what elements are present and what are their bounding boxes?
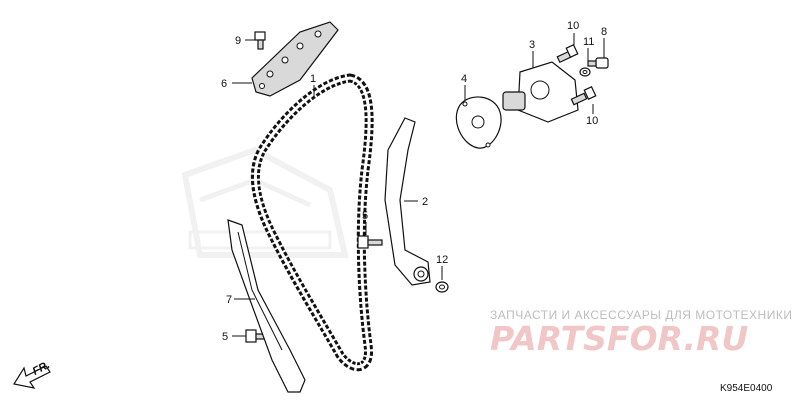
washer-part-12: [435, 281, 449, 293]
callout-label-3: 3: [529, 39, 535, 51]
watermark-logo-text: PARTSFOR.RU: [490, 319, 748, 358]
callout-label-8: 8: [601, 26, 607, 38]
callout-label-9: 9: [235, 35, 241, 47]
bolt-part-10-upper: [556, 43, 579, 64]
washer-part-11: [579, 67, 591, 77]
bolt-part-10-lower: [570, 85, 597, 106]
bolt-part-5-upper: [357, 235, 383, 249]
callout-label-7: 7: [226, 294, 232, 306]
front-direction-marker: FR.: [13, 359, 52, 389]
callout-label-6: 6: [221, 78, 227, 90]
callout-label-2: 2: [422, 196, 428, 208]
bolt-part-9: [254, 31, 266, 50]
chain-guide-part-7: [227, 219, 306, 393]
callout-label-12: 12: [436, 254, 448, 266]
callout-label-5-lower: 5: [222, 331, 228, 343]
callout-label-10-lower: 10: [586, 115, 598, 127]
bolt-part-8: [587, 57, 609, 69]
leader-lines: [232, 33, 605, 337]
chain-guide-plate-part-6: [251, 21, 339, 97]
front-marker-label: FR.: [31, 359, 52, 378]
gasket-part-4: [455, 96, 502, 149]
background-logo-watermark: [181, 146, 349, 258]
callout-label-11: 11: [583, 36, 594, 48]
callout-label-4: 4: [461, 73, 467, 85]
callout-label-10-upper: 10: [567, 20, 579, 32]
tensioner-arm-part-2: [384, 117, 431, 286]
cam-chain-part-1: [250, 73, 374, 372]
callout-label-5-upper: 5: [362, 210, 368, 222]
callout-label-1: 1: [310, 73, 316, 85]
watermark-tagline: ЗАПЧАСТИ И АКСЕССУАРЫ ДЛЯ МОТОТЕХНИКИ: [490, 308, 792, 322]
tensioner-lifter-part-3: [502, 61, 579, 123]
diagram-code: K954E0400: [720, 383, 773, 394]
